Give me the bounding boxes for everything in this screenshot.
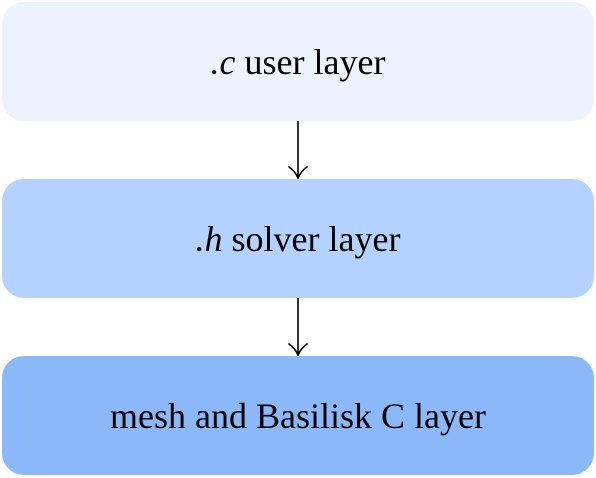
mesh-layer-box: mesh and Basilisk C layer [2, 356, 594, 475]
mesh-layer-label: mesh and Basilisk C layer [110, 398, 486, 434]
arrow-solver-to-mesh [288, 298, 308, 356]
user-layer-extension: .c [210, 41, 236, 82]
user-layer-text: user layer [235, 41, 386, 82]
solver-layer-extension: .h [195, 218, 223, 259]
solver-layer-text: solver layer [222, 218, 401, 259]
solver-layer-box: .h solver layer [2, 179, 594, 298]
user-layer-label: .c user layer [211, 44, 386, 80]
arrow-user-to-solver [288, 121, 308, 179]
solver-layer-label: .h solver layer [196, 221, 401, 257]
user-layer-box: .c user layer [2, 2, 594, 121]
arrow-2-head [288, 343, 308, 356]
arrow-1-head [288, 166, 308, 179]
mesh-layer-text: mesh and Basilisk C layer [110, 395, 486, 436]
